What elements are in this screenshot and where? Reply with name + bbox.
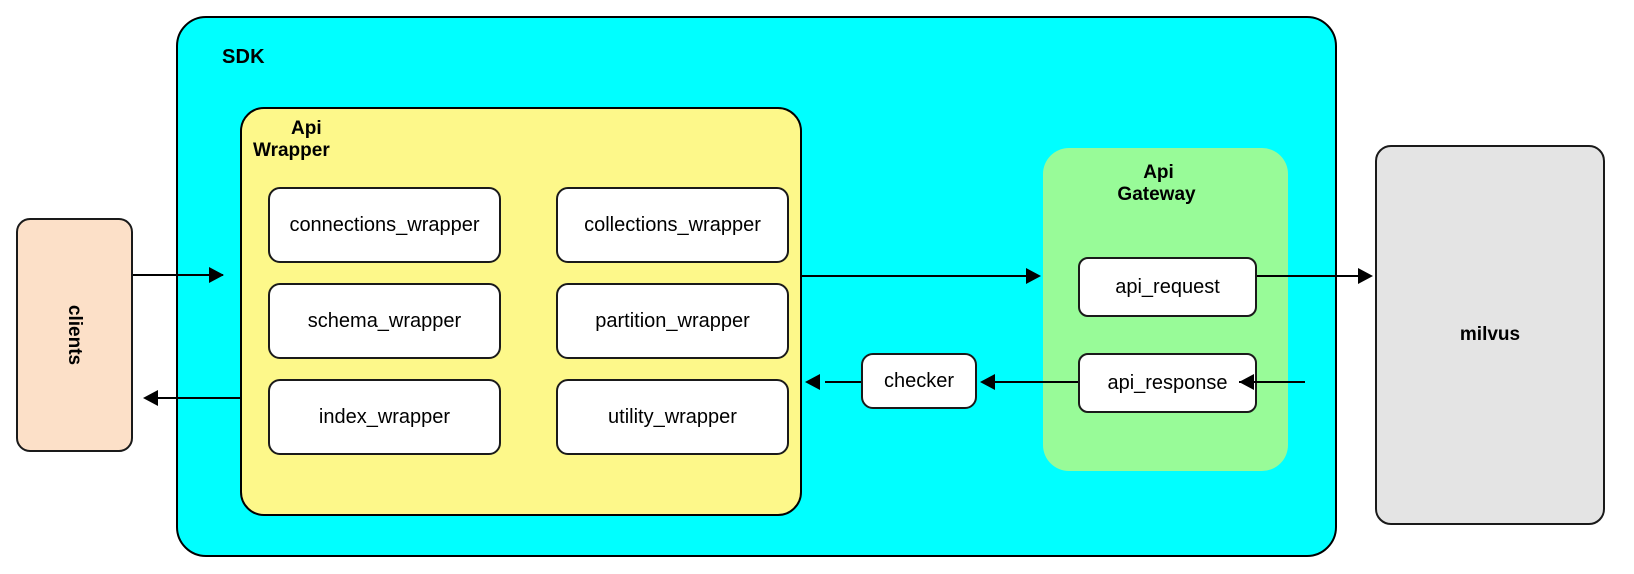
milvus-label: milvus [1459, 324, 1521, 345]
node-connections-wrapper[interactable]: connections_wrapper [268, 187, 501, 263]
connector-clients-to-api-wrapper [133, 274, 223, 276]
api-wrapper-label: Api Wrapper [253, 118, 443, 163]
arrowhead-checker-to-api-wrapper [805, 374, 820, 390]
node-partition-wrapper[interactable]: partition_wrapper [556, 283, 789, 359]
api-gateway-label-line1: Api [1143, 162, 1174, 183]
connector-checker-to-api-wrapper [825, 381, 861, 383]
api-wrapper-container: Api Wrapper connections_wrapper collecti… [240, 107, 802, 516]
api-gateway-label-line2: Gateway [1117, 184, 1196, 206]
arrowhead-milvus-to-api-response [1239, 374, 1254, 390]
arrowhead-api-request-to-milvus [1358, 268, 1373, 284]
node-api-response[interactable]: api_response [1078, 353, 1257, 413]
clients-label: clients [64, 304, 86, 366]
node-collections-wrapper[interactable]: collections_wrapper [556, 187, 789, 263]
arrowhead-clients-to-api-wrapper [209, 267, 224, 283]
node-api-request[interactable]: api_request [1078, 257, 1257, 317]
connector-api-request-to-milvus [1257, 275, 1358, 277]
node-index-wrapper[interactable]: index_wrapper [268, 379, 501, 455]
api-gateway-label: Api Gateway [1043, 162, 1288, 207]
arrowhead-api-wrapper-to-api-gateway [1026, 268, 1041, 284]
node-checker[interactable]: checker [861, 353, 977, 409]
arrowhead-api-response-to-checker [980, 374, 995, 390]
connector-api-wrapper-to-api-gateway [802, 275, 1026, 277]
arrowhead-api-wrapper-to-clients [143, 390, 158, 406]
node-utility-wrapper[interactable]: utility_wrapper [556, 379, 789, 455]
sdk-label: SDK [222, 46, 265, 68]
api-wrapper-label-line2: Wrapper [253, 140, 330, 162]
connector-milvus-to-api-response [1239, 381, 1305, 383]
connector-api-wrapper-to-clients [158, 397, 240, 399]
milvus-box[interactable]: milvus [1375, 145, 1605, 525]
connector-api-response-to-checker [995, 381, 1078, 383]
api-wrapper-label-line1: Api [291, 118, 322, 139]
node-schema-wrapper[interactable]: schema_wrapper [268, 283, 501, 359]
clients-box[interactable]: clients [16, 218, 133, 452]
api-gateway-container: Api Gateway api_request api_response [1043, 148, 1288, 471]
